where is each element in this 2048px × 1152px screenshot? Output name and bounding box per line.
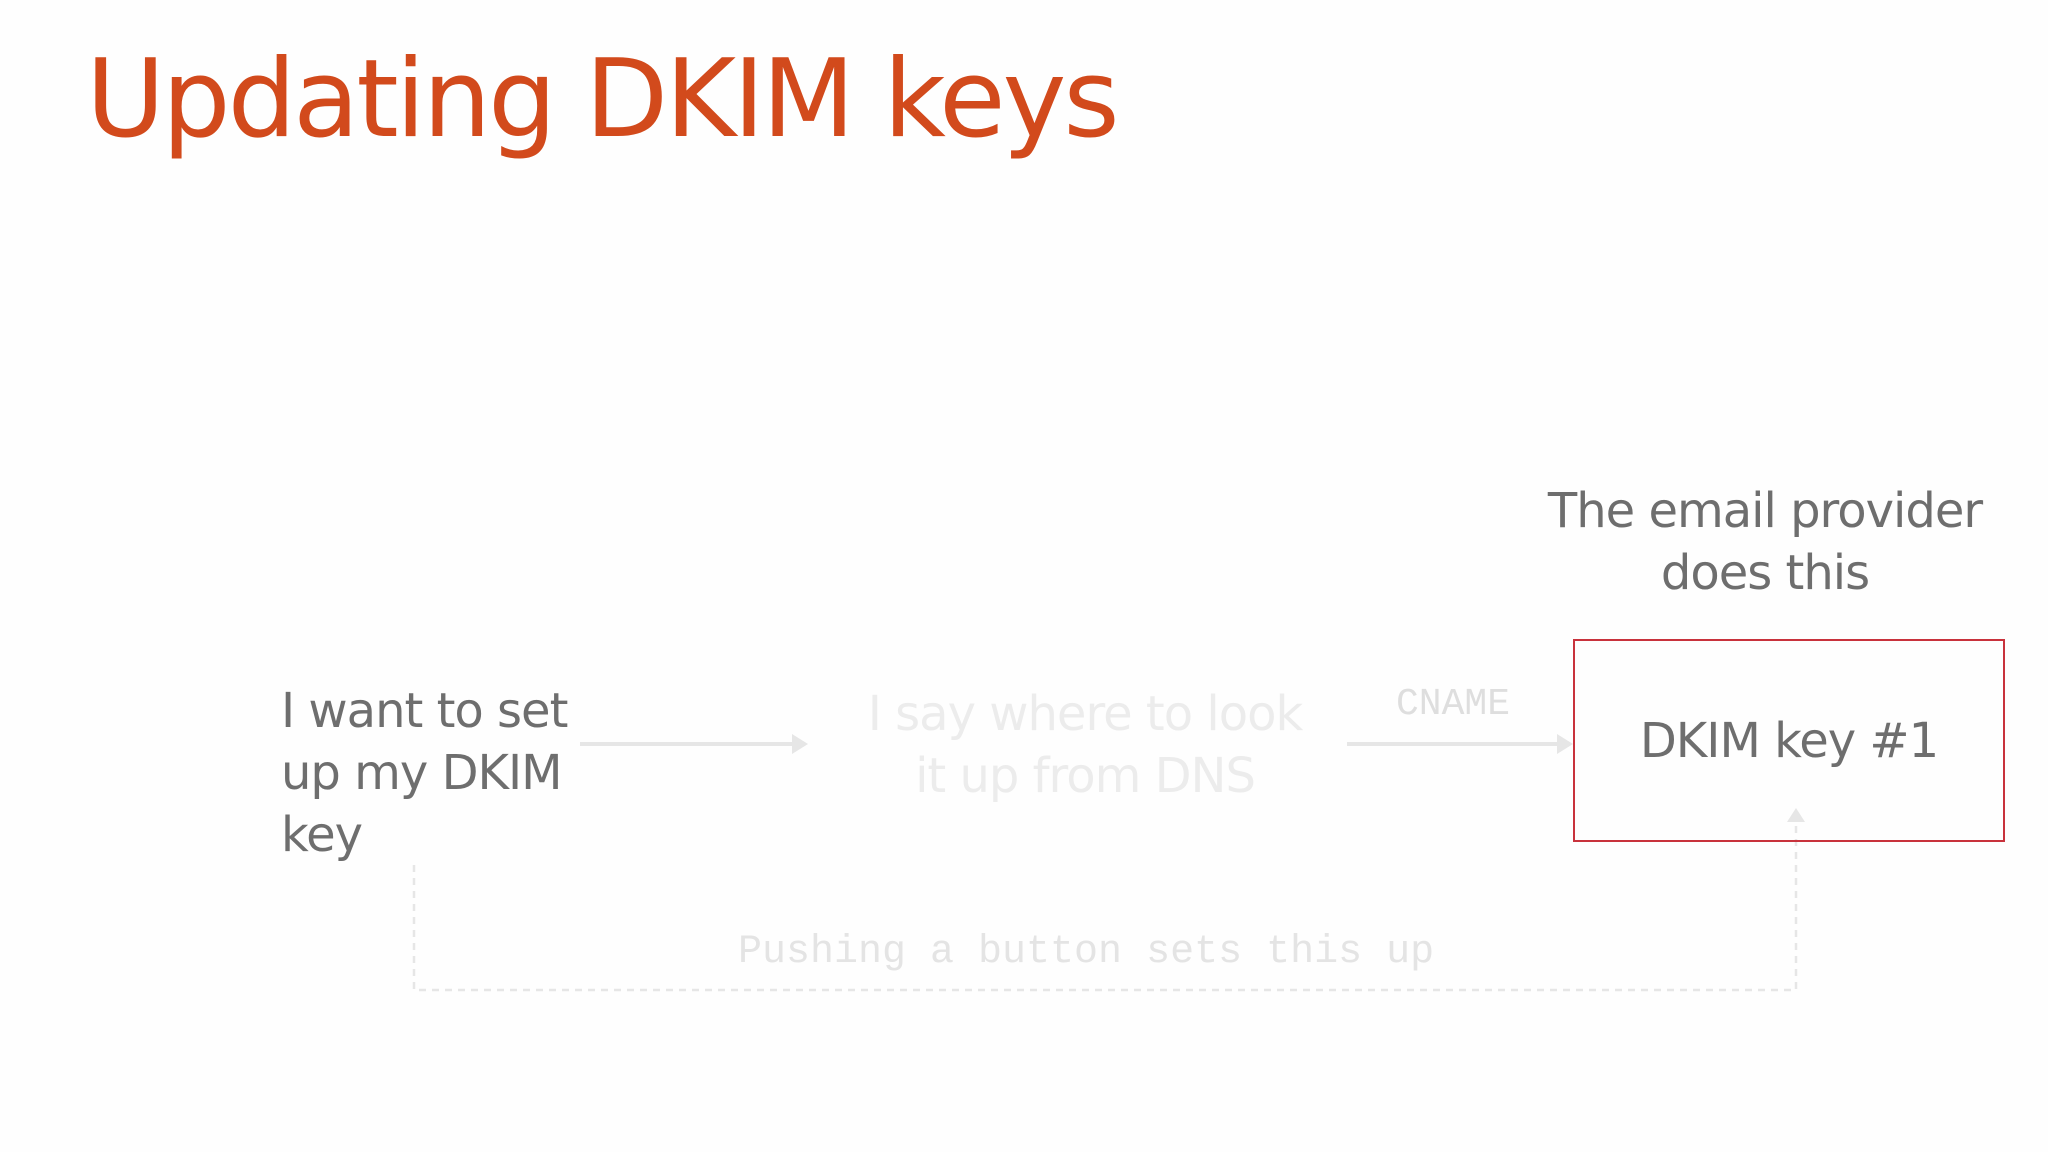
dashed-feedback-path [412, 808, 1805, 992]
arrow-step2-to-key [1347, 734, 1573, 754]
cname-label: CNAME [1396, 683, 1511, 726]
provider-note: The email provider does this [1545, 480, 1985, 604]
provider-note-line: does this [1660, 545, 1870, 601]
step1-line: up my DKIM [281, 745, 563, 801]
step2-line: I say where to look [867, 686, 1304, 742]
step1-line: I want to set [281, 683, 568, 739]
slide-title: Updating DKIM keys [86, 37, 1120, 162]
step-want-setup-text: I want to set up my DKIM key [281, 680, 601, 866]
step2-line: it up from DNS [915, 748, 1256, 804]
arrow-step1-to-step2 [580, 734, 808, 754]
push-button-label: Pushing a button sets this up [738, 930, 1435, 975]
step-dns-lookup-text: I say where to look it up from DNS [860, 683, 1310, 807]
dkim-key-label: DKIM key #1 [1639, 712, 1939, 769]
dkim-key-box: DKIM key #1 [1573, 639, 2005, 842]
step1-line: key [281, 807, 363, 863]
provider-note-line: The email provider [1547, 483, 1983, 539]
